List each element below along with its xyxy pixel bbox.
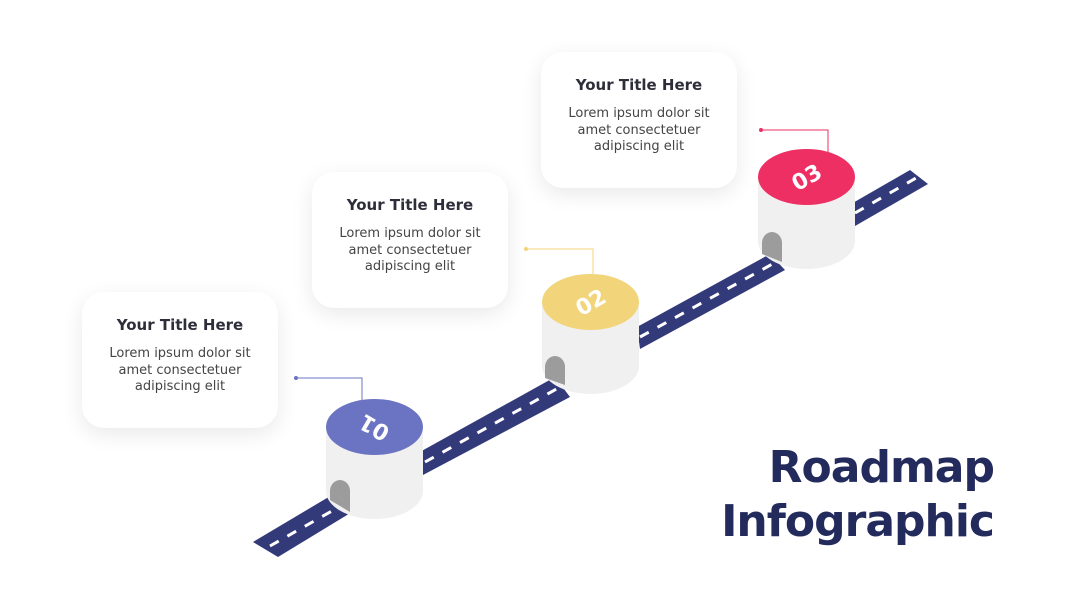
road-segment-4: [851, 170, 928, 226]
road-dashes-3: [639, 260, 777, 339]
step-marker-03: [758, 149, 855, 205]
tunnel-opening: [545, 356, 565, 385]
step-marker-01: [326, 399, 423, 455]
step-card-01: Your Title Here Lorem ipsum dolor sit am…: [82, 292, 278, 428]
connector-01: [296, 377, 363, 402]
road-dashes-1: [269, 501, 347, 548]
step-title: Your Title Here: [575, 76, 703, 94]
pillar-01: 01: [326, 399, 423, 519]
road: [253, 170, 928, 557]
step-description: Lorem ipsum dolor sit amet consectetuer …: [568, 106, 710, 154]
tunnel-opening: [330, 480, 350, 512]
connectors: [294, 128, 829, 402]
step-marker-02: [542, 274, 639, 330]
step-title: Your Title Here: [116, 316, 244, 334]
pillar-03: 03: [758, 149, 855, 269]
headline-line-1: Roadmap: [768, 442, 995, 493]
step-description: Lorem ipsum dolor sit amet consectetuer …: [339, 226, 481, 274]
connector-02: [526, 248, 594, 277]
road-dashes-2: [424, 384, 563, 464]
tunnel-opening: [762, 232, 782, 262]
pillar-02: 02: [542, 274, 639, 394]
step-title: Your Title Here: [346, 196, 474, 214]
connector-03: [761, 129, 829, 154]
step-card-02: Your Title Here Lorem ipsum dolor sit am…: [312, 172, 508, 308]
step-card-03: Your Title Here Lorem ipsum dolor sit am…: [541, 52, 737, 188]
step-description: Lorem ipsum dolor sit amet consectetuer …: [109, 346, 251, 394]
headline-line-2: Infographic: [721, 496, 995, 547]
road-segment-2: [418, 377, 570, 475]
